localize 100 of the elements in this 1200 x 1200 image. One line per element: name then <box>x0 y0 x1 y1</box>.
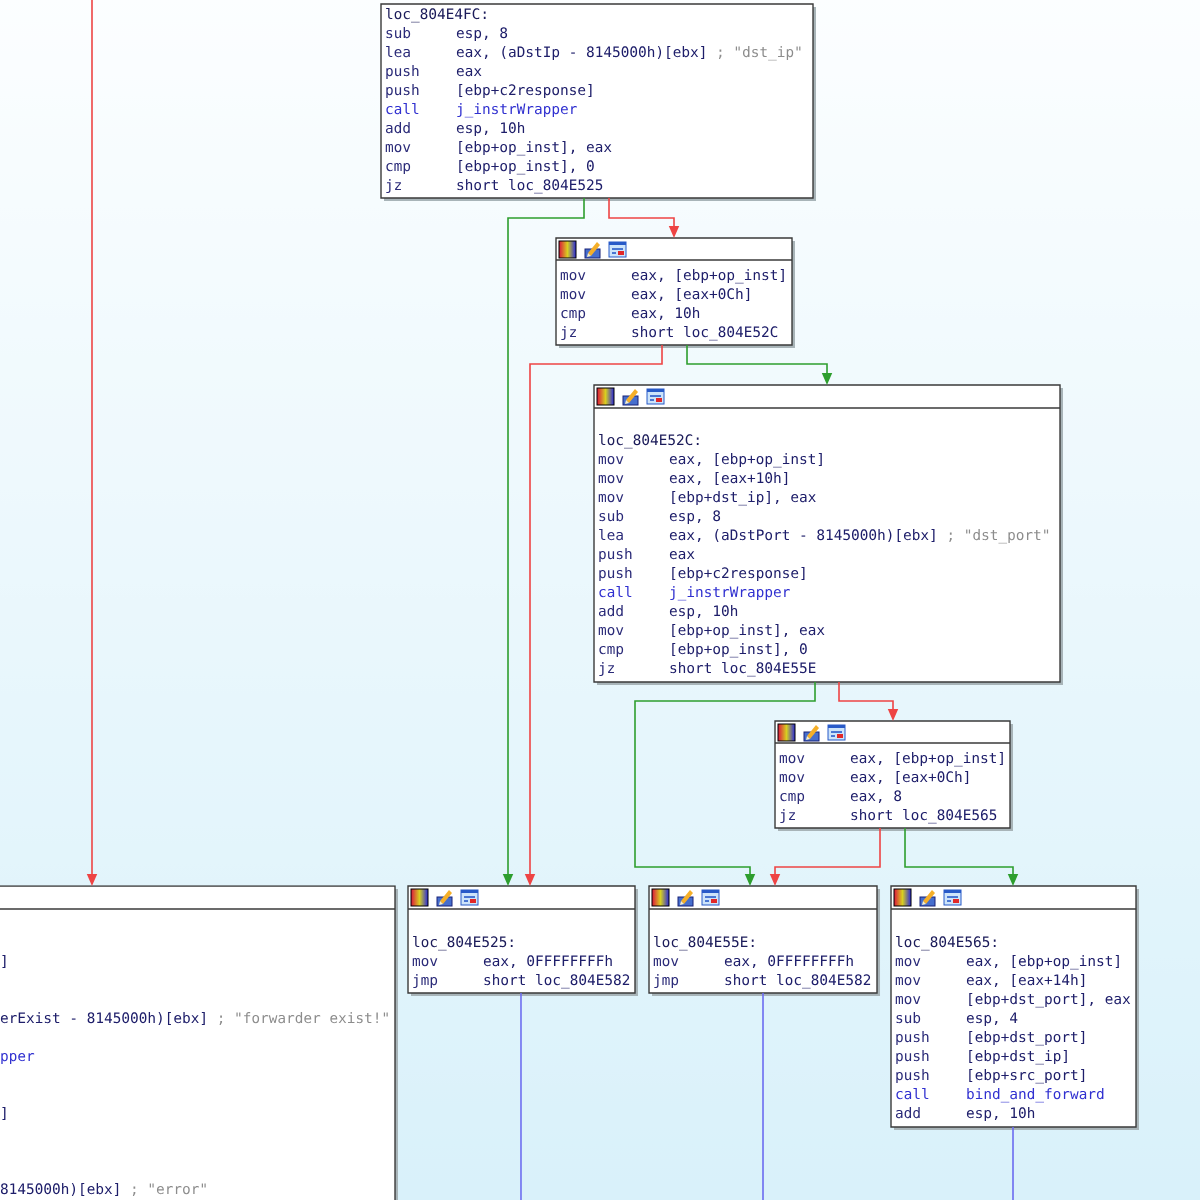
instruction-operand: [ebp+op_inst], eax <box>459 141 612 156</box>
instruction-mnemonic: jmp <box>413 974 438 988</box>
instruction-operand: [ebp+dst_port], eax <box>969 993 1131 1008</box>
instruction-operand: esp, 10h <box>456 122 525 136</box>
instruction-operand: [ebp+c2response] <box>672 567 805 581</box>
instruction-operand: esp, 8 <box>669 510 721 524</box>
instruction-mnemonic: cmp <box>386 162 411 174</box>
instruction-operand: ] <box>2 1107 6 1120</box>
instruction-mnemonic: cmp <box>561 309 586 321</box>
instruction-mnemonic: mov <box>653 957 679 967</box>
instruction-mnemonic: mov <box>412 957 438 967</box>
instruction-mnemonic: add <box>895 1107 920 1119</box>
instruction-mnemonic: jz <box>599 662 614 676</box>
instruction-operand: [ebp+op_inst], eax <box>672 624 825 639</box>
instruction-operand: eax, [ebp+op_inst] <box>631 269 784 284</box>
instruction-mnemonic: sub <box>896 1012 921 1024</box>
instruction-mnemonic: push <box>896 1069 929 1083</box>
address-label: loc_804E55E: <box>654 936 754 951</box>
instruction-mnemonic: push <box>386 84 419 98</box>
instruction-operand: eax <box>669 550 695 560</box>
instruction-operand: short loc_804E582 <box>484 974 630 989</box>
instruction-mnemonic: mov <box>895 957 921 967</box>
instruction-mnemonic: mov <box>895 995 921 1005</box>
address-label: loc_804E565: <box>896 936 996 951</box>
instruction-operand: [ebp+src_port] <box>969 1069 1085 1084</box>
instruction-operand: [ebp+dst_ip] <box>969 1050 1067 1065</box>
instruction-operand: eax, [eax+10h] <box>669 472 788 485</box>
instruction-operand: esp, 8 <box>456 27 508 41</box>
instruction-operand: [ebp+dst_ip], eax <box>672 491 816 506</box>
instruction-mnemonic: jmp <box>654 974 679 988</box>
instruction-operand: [ebp+op_inst], 0 <box>459 160 594 175</box>
branch-line <box>762 992 764 1200</box>
instruction-mnemonic: mov <box>895 976 921 986</box>
instruction-mnemonic: mov <box>560 290 586 300</box>
instruction-operand: [ebp+dst_port] <box>969 1031 1085 1046</box>
instruction-mnemonic: mov <box>385 143 411 153</box>
instruction-operand: eax, [ebp+op_inst] <box>669 453 822 468</box>
instruction-operand: [ebp+c2response] <box>459 84 592 98</box>
instruction-operand: short loc_804E565 <box>851 809 997 824</box>
instruction-operand: j_instrWrapper <box>457 103 577 118</box>
instruction-mnemonic: mov <box>598 455 624 465</box>
instruction-operand: short loc_804E525 <box>457 179 603 194</box>
instruction-mnemonic: mov <box>598 626 624 636</box>
instruction-mnemonic: call <box>599 586 632 598</box>
instruction-operand: 8145000h)[ebx] <box>0 1183 119 1196</box>
instruction-operand: eax, [eax+14h] <box>966 974 1085 987</box>
instruction-mnemonic: sub <box>386 27 411 39</box>
instruction-mnemonic: cmp <box>599 645 624 657</box>
instruction-operand: eax, 8 <box>850 790 902 803</box>
instruction-mnemonic: jz <box>386 179 401 193</box>
instruction-operand: esp, 4 <box>966 1012 1018 1026</box>
instruction-mnemonic: add <box>598 605 623 617</box>
instruction-operand: esp, 10h <box>966 1107 1035 1121</box>
code-comment: ; "forwarder exist!" <box>219 1012 388 1025</box>
instruction-operand: esp, 10h <box>669 605 738 619</box>
instruction-mnemonic: push <box>386 65 419 79</box>
code-comment: ; "error" <box>132 1183 206 1196</box>
instruction-mnemonic: push <box>896 1031 929 1045</box>
instruction-operand: ] <box>2 955 6 968</box>
instruction-operand: eax, [ebp+op_inst] <box>850 752 1003 767</box>
instruction-operand: erExist - 8145000h)[ebx] <box>0 1012 205 1025</box>
instruction-mnemonic: add <box>385 122 410 134</box>
instruction-mnemonic: lea <box>386 46 410 58</box>
instruction-operand: short loc_804E582 <box>725 974 871 989</box>
code-comment: ; "dst_ip" <box>718 46 801 61</box>
instruction-operand: short loc_804E55E <box>670 662 816 677</box>
instruction-operand: j_instrWrapper <box>670 586 790 601</box>
instruction-operand: eax, [ebp+op_inst] <box>966 955 1119 970</box>
instruction-operand: [ebp+op_inst], 0 <box>672 643 807 658</box>
instruction-operand: eax, [eax+0Ch] <box>631 288 750 301</box>
branch-line <box>1012 1126 1014 1200</box>
instruction-mnemonic: call <box>386 103 419 115</box>
instruction-mnemonic: push <box>599 548 632 562</box>
instruction-mnemonic: push <box>599 567 632 581</box>
instruction-operand: eax, (aDstPort - 8145000h)[ebx] <box>669 529 935 542</box>
address-label: loc_804E525: <box>413 936 513 951</box>
instruction-mnemonic: jz <box>561 326 576 340</box>
address-label: loc_804E4FC: <box>386 8 486 23</box>
instruction-mnemonic: mov <box>598 474 624 484</box>
instruction-mnemonic: mov <box>779 773 805 783</box>
branch-line <box>520 992 522 1200</box>
instruction-operand: eax, 0FFFFFFFFh <box>724 955 853 968</box>
instruction-mnemonic: push <box>896 1050 929 1064</box>
instruction-operand: eax <box>456 67 482 77</box>
address-label: loc_804E52C: <box>599 434 699 449</box>
code-comment: ; "dst_port" <box>949 529 1049 544</box>
instruction-operand: short loc_804E52C <box>632 326 778 341</box>
instruction-operand: pper <box>1 1052 35 1064</box>
instruction-mnemonic: sub <box>599 510 624 522</box>
instruction-operand: eax, (aDstIp - 8145000h)[ebx] <box>456 46 705 60</box>
instruction-mnemonic: mov <box>598 493 624 503</box>
instruction-mnemonic: jz <box>780 809 795 823</box>
instruction-mnemonic: lea <box>599 529 623 541</box>
instruction-operand: bind_and_forward <box>967 1088 1104 1103</box>
instruction-operand: eax, 0FFFFFFFFh <box>483 955 612 968</box>
instruction-mnemonic: mov <box>560 271 586 281</box>
instruction-operand: eax, 10h <box>631 307 700 320</box>
instruction-operand: eax, [eax+0Ch] <box>850 771 969 784</box>
instruction-mnemonic: cmp <box>780 792 805 804</box>
instruction-mnemonic: call <box>896 1088 929 1100</box>
